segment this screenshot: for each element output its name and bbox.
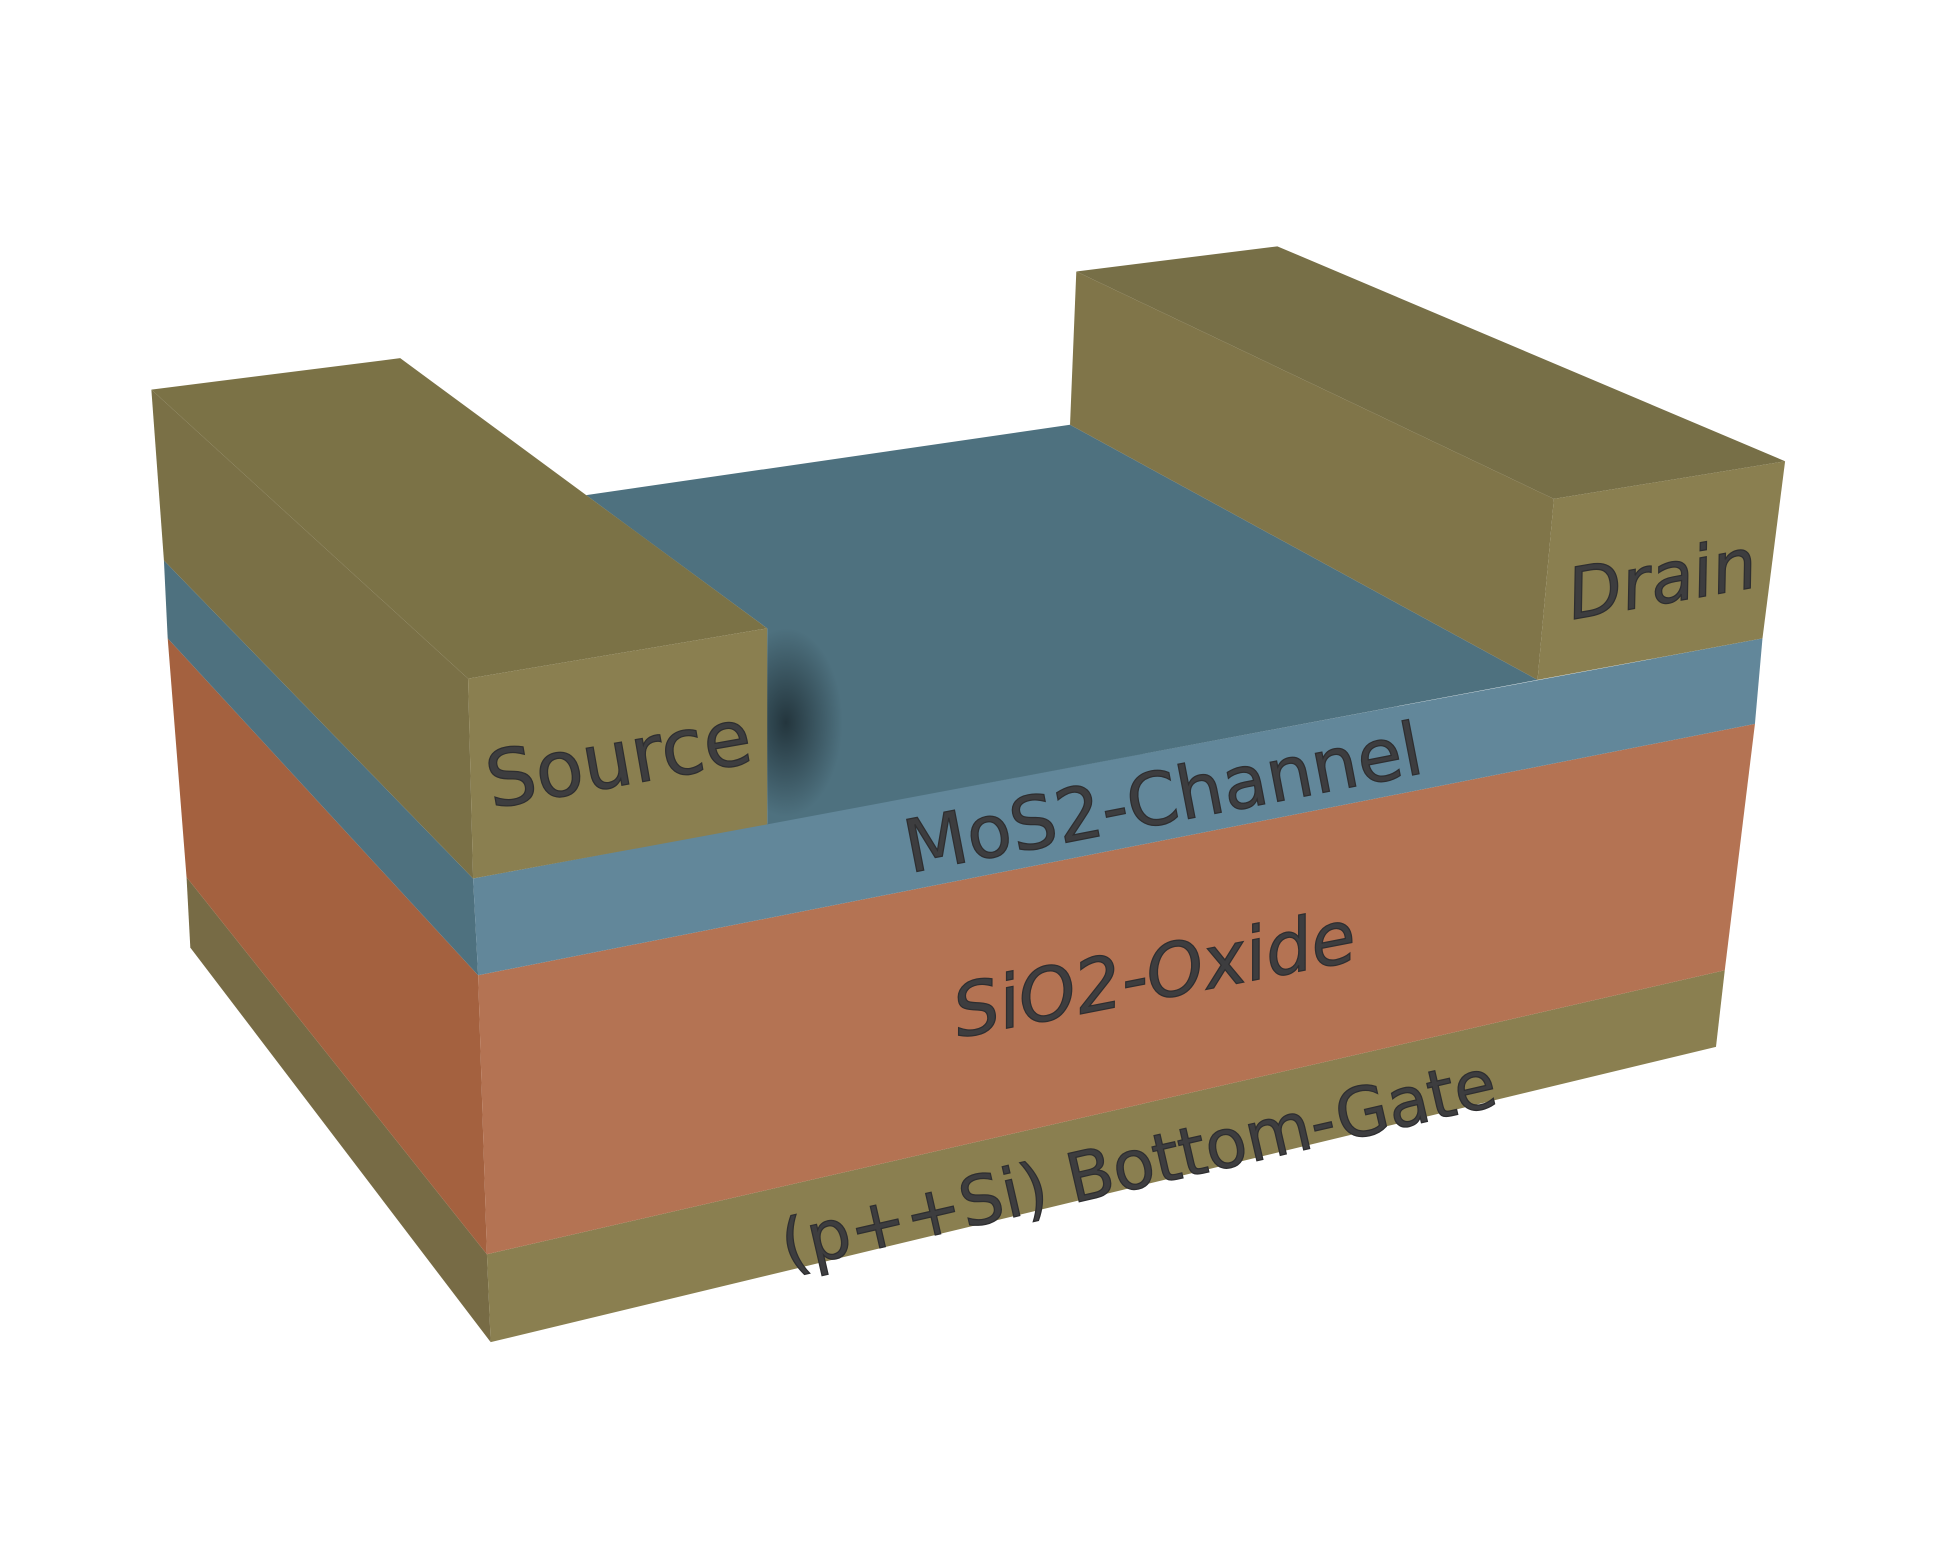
drain-top-face <box>1076 246 1786 499</box>
drain-contact <box>1070 246 1786 680</box>
drain-left-face <box>1070 271 1554 680</box>
drain-front-face <box>1537 461 1786 680</box>
oxide-front-face <box>478 723 1755 1255</box>
source-contact <box>151 358 768 879</box>
oxide-left-face <box>167 638 487 1255</box>
gate-front-face <box>486 970 1725 1343</box>
drain-label: Drain <box>1561 522 1763 636</box>
source-left-face <box>151 389 474 879</box>
channel-front-face <box>473 638 1763 976</box>
gate-left-face <box>186 877 491 1343</box>
source-front-face <box>468 628 768 879</box>
bottom-gate-layer <box>186 877 1725 1343</box>
channel-left-face <box>163 560 479 976</box>
channel-layer <box>163 424 1763 976</box>
source-top-face <box>151 358 768 679</box>
oxide-layer <box>167 638 1755 1255</box>
